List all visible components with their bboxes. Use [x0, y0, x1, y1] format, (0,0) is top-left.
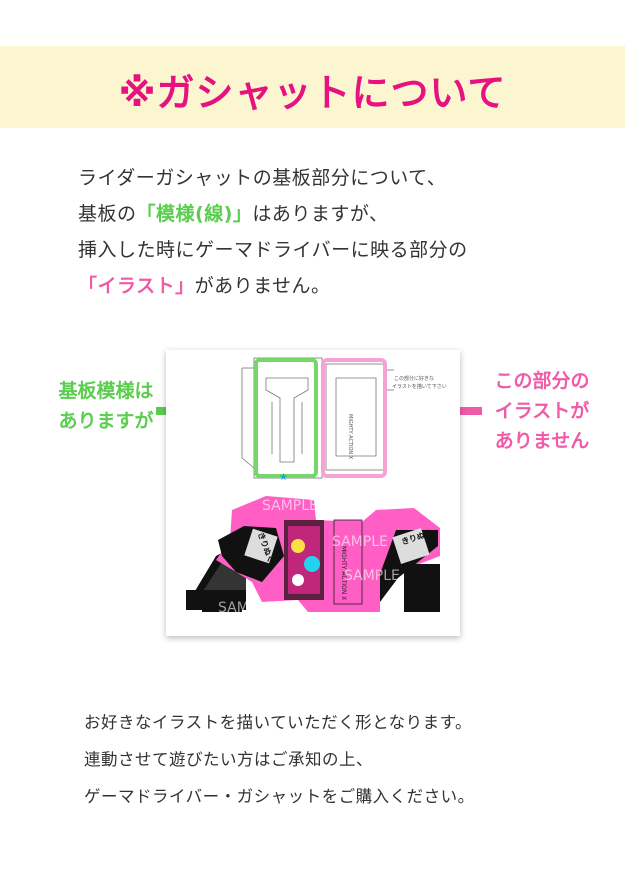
- figure-note-2: イラストを描いて下さい: [392, 383, 447, 390]
- illustration-highlight: 「イラスト」: [78, 275, 195, 297]
- body-side-label: MIGHTY ACTION X: [340, 546, 347, 600]
- pattern-outline: [254, 358, 318, 478]
- intro-line-2-post: はありますが、: [252, 203, 389, 225]
- side-label-text: MIGHTY ACTION X: [347, 414, 353, 460]
- watermark-4: SAMPLE: [262, 498, 318, 514]
- callout-illustration-line-1: この部分の: [494, 370, 590, 392]
- watermark-2: SAMPLE: [344, 568, 400, 584]
- callout-illustration: この部分の イラストが ありません: [478, 366, 606, 456]
- figure-note-1: この部分に好きな: [394, 375, 434, 382]
- gashat-body: [186, 496, 440, 612]
- watermark-3: SAMPLE: [218, 600, 274, 616]
- intro-text: ライダーガシャットの基板部分について、 基板の「模様(線)」はありますが、 挿入…: [78, 160, 598, 304]
- watermark-1: SAMPLE: [332, 534, 388, 550]
- template-drawing: MIGHTY ACTION X この部分に好きな イラストを描いて下さい ★ き…: [186, 357, 447, 616]
- pattern-highlight: 「模様(線)」: [136, 203, 253, 225]
- illustration-outline: [321, 358, 387, 478]
- intro-line-3: 挿入した時にゲーマドライバーに映る部分の: [78, 239, 468, 261]
- outro-line-2: 連動させて遊びたい方はご承知の上、: [84, 750, 373, 769]
- callout-pattern-line-2: ありますが: [58, 410, 154, 432]
- intro-line-1: ライダーガシャットの基板部分について、: [78, 167, 447, 189]
- intro-line-2: 基板の「模様(線)」はありますが、: [78, 196, 598, 232]
- outro-line-1: お好きなイラストを描いていただく形となります。: [84, 713, 473, 732]
- callout-pattern: 基板模様は ありますが: [42, 376, 170, 436]
- title-banner: ※ガシャットについて: [0, 46, 625, 128]
- star-icon: ★: [279, 472, 288, 483]
- outro-text: お好きなイラストを描いていただく形となります。 連動させて遊びたい方はご承知の上…: [84, 704, 604, 815]
- gashat-template-image: MIGHTY ACTION X この部分に好きな イラストを描いて下さい ★ き…: [166, 350, 460, 636]
- intro-line-2-pre: 基板の: [78, 203, 137, 225]
- outro-line-3: ゲーマドライバー・ガシャットをご購入ください。: [84, 787, 475, 806]
- callout-illustration-line-2: イラストが: [494, 400, 590, 422]
- page-title: ※ガシャットについて: [118, 71, 507, 115]
- callout-pattern-line-1: 基板模様は: [58, 380, 154, 402]
- callout-illustration-line-3: ありません: [494, 430, 590, 452]
- intro-line-4-post: がありません。: [194, 275, 331, 297]
- intro-line-4: 「イラスト」がありません。: [78, 268, 598, 304]
